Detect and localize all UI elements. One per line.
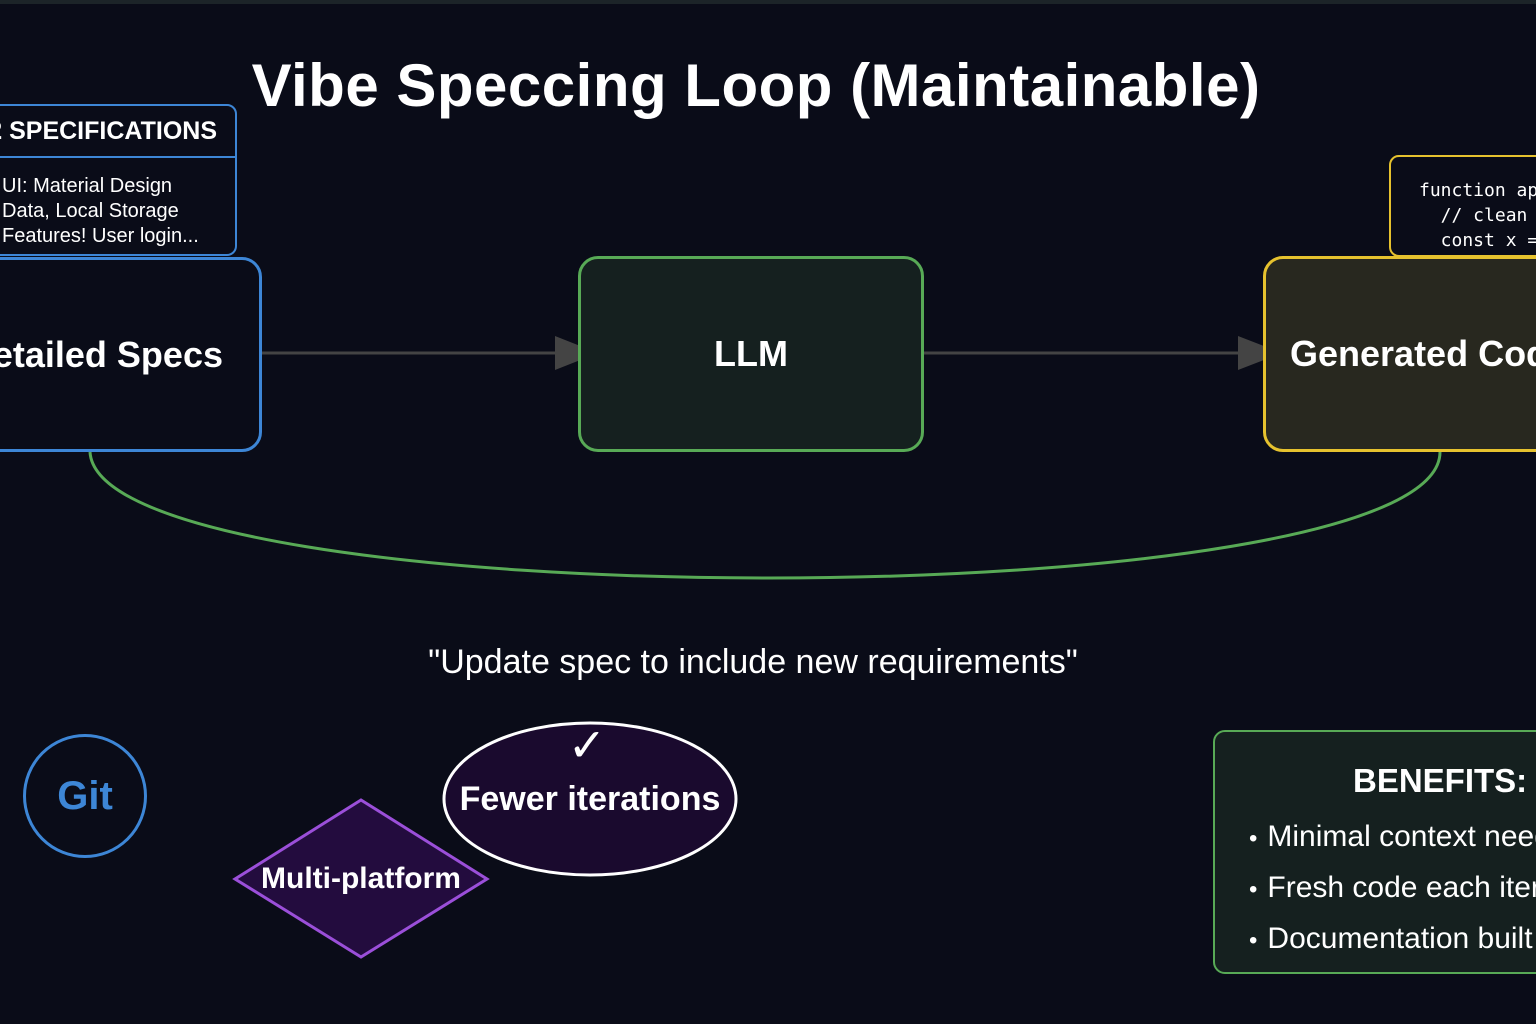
spec-card-lines: UI: Material Design Data, Local Storage …: [0, 158, 235, 249]
benefit-item: Minimal context needed: [1249, 816, 1536, 867]
node-detailed-specs: Detailed Specs: [0, 257, 262, 452]
benefits-panel: BENEFITS: Minimal context needed Fresh c…: [1213, 730, 1536, 974]
code-line: const x = 1;: [1440, 230, 1536, 251]
git-badge: Git: [23, 734, 147, 858]
benefit-item: Documentation built in: [1249, 918, 1536, 969]
code-line: // clean code: [1440, 205, 1528, 226]
code-line: function app() {: [1419, 180, 1536, 201]
spec-details-card: V2 SPECIFICATIONS UI: Material Design Da…: [0, 104, 237, 256]
multi-platform-diamond: [232, 798, 490, 959]
fewer-iterations-ellipse: [442, 721, 738, 877]
benefits-list: Minimal context needed Fresh code each i…: [1249, 816, 1536, 969]
node-label: Detailed Specs: [0, 333, 223, 375]
git-label: Git: [57, 773, 113, 818]
node-llm: LLM: [578, 256, 924, 452]
fewer-iterations-label: Fewer iterations: [459, 780, 721, 818]
benefit-item: Fresh code each iteration: [1249, 867, 1536, 918]
diagram-title: Vibe Speccing Loop (Maintainable): [251, 52, 1261, 119]
spec-line: UI: Material Design: [2, 175, 173, 197]
arrowhead-code: [1238, 336, 1282, 370]
node-generated-code: Generated Code: [1263, 256, 1536, 452]
spec-card-heading: V2 SPECIFICATIONS: [0, 106, 235, 158]
checkmark-icon: ✓: [567, 719, 607, 771]
multi-platform-label: Multi-platform: [261, 862, 461, 895]
spec-line: Data, Local Storage: [2, 200, 179, 222]
node-label: Generated Code: [1290, 333, 1536, 374]
top-border: [0, 0, 1536, 4]
spec-line: Features! User login...: [2, 225, 199, 247]
feedback-loop-curve: [88, 451, 1442, 580]
code-snippet-card: function app() { // clean code const x =…: [1389, 155, 1536, 257]
arrowhead-llm: [555, 336, 598, 370]
loop-quote: "Update spec to include new requirements…: [428, 643, 1078, 681]
node-label: LLM: [714, 333, 788, 374]
benefits-title: BENEFITS:: [1353, 762, 1528, 799]
